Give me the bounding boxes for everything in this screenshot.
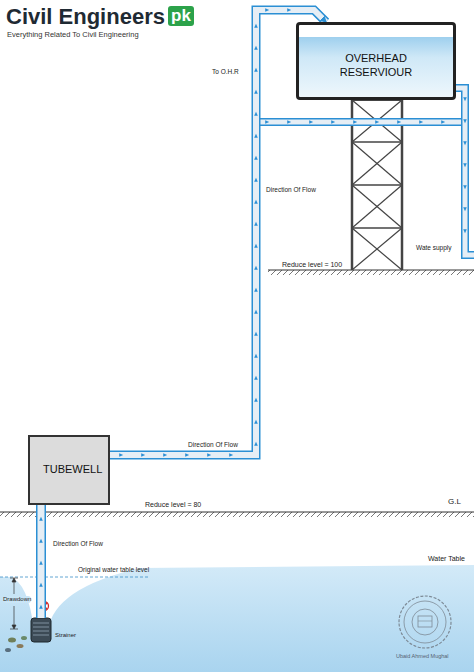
flow-arrow [229, 453, 233, 457]
flow-arrow [254, 244, 258, 248]
node-label: OVERHEAD RESERVIOUR [311, 52, 441, 80]
flow-arrow [254, 420, 258, 424]
flow-arrow [39, 583, 43, 587]
flow-arrow [39, 517, 43, 521]
pipe-core [38, 505, 45, 618]
outlet-label: Wate supply [416, 244, 452, 251]
ground-label: G.L [448, 497, 461, 506]
flow-arrow [254, 24, 258, 28]
flow-arrow [309, 120, 313, 124]
flow-arrow [419, 120, 423, 124]
flow-arrow [39, 605, 43, 609]
level-label: Reduce level = 100 [282, 261, 342, 269]
pipe-core [110, 10, 326, 455]
ground-line [0, 512, 474, 513]
flow-arrow [254, 178, 258, 182]
flow-arrow [254, 398, 258, 402]
flow-arrow [287, 8, 291, 12]
flow-arrow [254, 222, 258, 226]
logo-tagline: Everything Related To Civil Engineering [7, 31, 139, 40]
well-casing [36, 505, 46, 618]
strainer [31, 618, 51, 642]
flow-arrow [254, 442, 258, 446]
flow-arrow [39, 539, 43, 543]
flow-arrow [265, 120, 269, 124]
flow-arrow [331, 120, 335, 124]
flow-label: Direction Of Flow [53, 540, 103, 547]
ground-hatch [268, 270, 474, 275]
gravel [5, 636, 27, 652]
emblem [399, 596, 451, 648]
flow-arrow [254, 68, 258, 72]
flow-arrow [254, 156, 258, 160]
flow-arrow [39, 561, 43, 565]
flow-arrow [163, 453, 167, 457]
flow-arrow [254, 134, 258, 138]
flow-arrow [353, 120, 357, 124]
flow-arrow [254, 90, 258, 94]
strainer-slots [33, 623, 49, 635]
flow-label: Direction Of Flow [266, 186, 316, 193]
water-table-label: Original water table level [78, 566, 149, 573]
pipe-core [256, 120, 465, 125]
flow-arrow [463, 141, 467, 145]
drawdown-dimension [10, 578, 18, 629]
logo-badge: pk [168, 6, 194, 26]
node-label: TUBEWELL [43, 463, 95, 477]
flow-arrow [265, 8, 269, 12]
level-label: Reduce level = 80 [145, 501, 201, 509]
supply-pipe [454, 88, 474, 255]
water-table-label: Water Table [428, 555, 465, 563]
flow-arrow [254, 288, 258, 292]
flow-arrow [463, 207, 467, 211]
aquifer-water [0, 565, 474, 672]
flow-arrow [254, 354, 258, 358]
delivery-pipe [110, 10, 326, 455]
flow-arrow [375, 120, 379, 124]
flow-arrow [463, 229, 467, 233]
flow-arrow [441, 120, 445, 124]
flow-arrow [463, 119, 467, 123]
flow-arrow [119, 453, 123, 457]
flow-arrow [254, 332, 258, 336]
flow-arrow [254, 310, 258, 314]
strainer-label: Strainer [55, 632, 76, 639]
flow-arrow [463, 185, 467, 189]
flow-arrow [287, 120, 291, 124]
flow-arrow [463, 97, 467, 101]
pipe-label: To O.H.R [212, 68, 239, 75]
ground-line [268, 270, 474, 271]
ground-hatch [0, 512, 474, 517]
pipe-core [454, 88, 474, 255]
flow-arrow [185, 453, 189, 457]
overhead-reservoir: OVERHEAD RESERVIOUR [296, 22, 456, 100]
flow-arrow [463, 163, 467, 167]
bypass-pipe [256, 118, 465, 126]
original-water-table [0, 577, 150, 578]
flow-label: Direction Of Flow [188, 441, 238, 448]
flow-arrow [254, 112, 258, 116]
drawdown-label: Drawdown [3, 596, 31, 603]
flow-arrow [254, 266, 258, 270]
logo-title: Civil Engineers [6, 4, 165, 29]
flow-arrow [254, 46, 258, 50]
tubewell-box: TUBEWELL [28, 435, 110, 505]
flow-arrow [397, 120, 401, 124]
flow-arrow [254, 376, 258, 380]
flow-arrow [254, 200, 258, 204]
emblem-text: Ubaid Ahmed Mughal [396, 653, 449, 659]
flow-arrow [141, 453, 145, 457]
flow-arrow [207, 453, 211, 457]
